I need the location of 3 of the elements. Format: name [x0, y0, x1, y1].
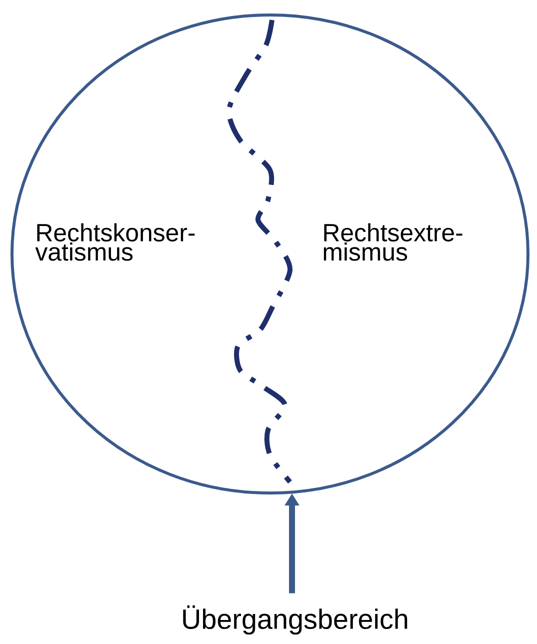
caption-label: Übergangsbereich	[183, 605, 408, 635]
region-label: Rechtskonser- vatismus	[35, 223, 195, 261]
region-label: Rechtsextre- mismus	[324, 223, 462, 261]
